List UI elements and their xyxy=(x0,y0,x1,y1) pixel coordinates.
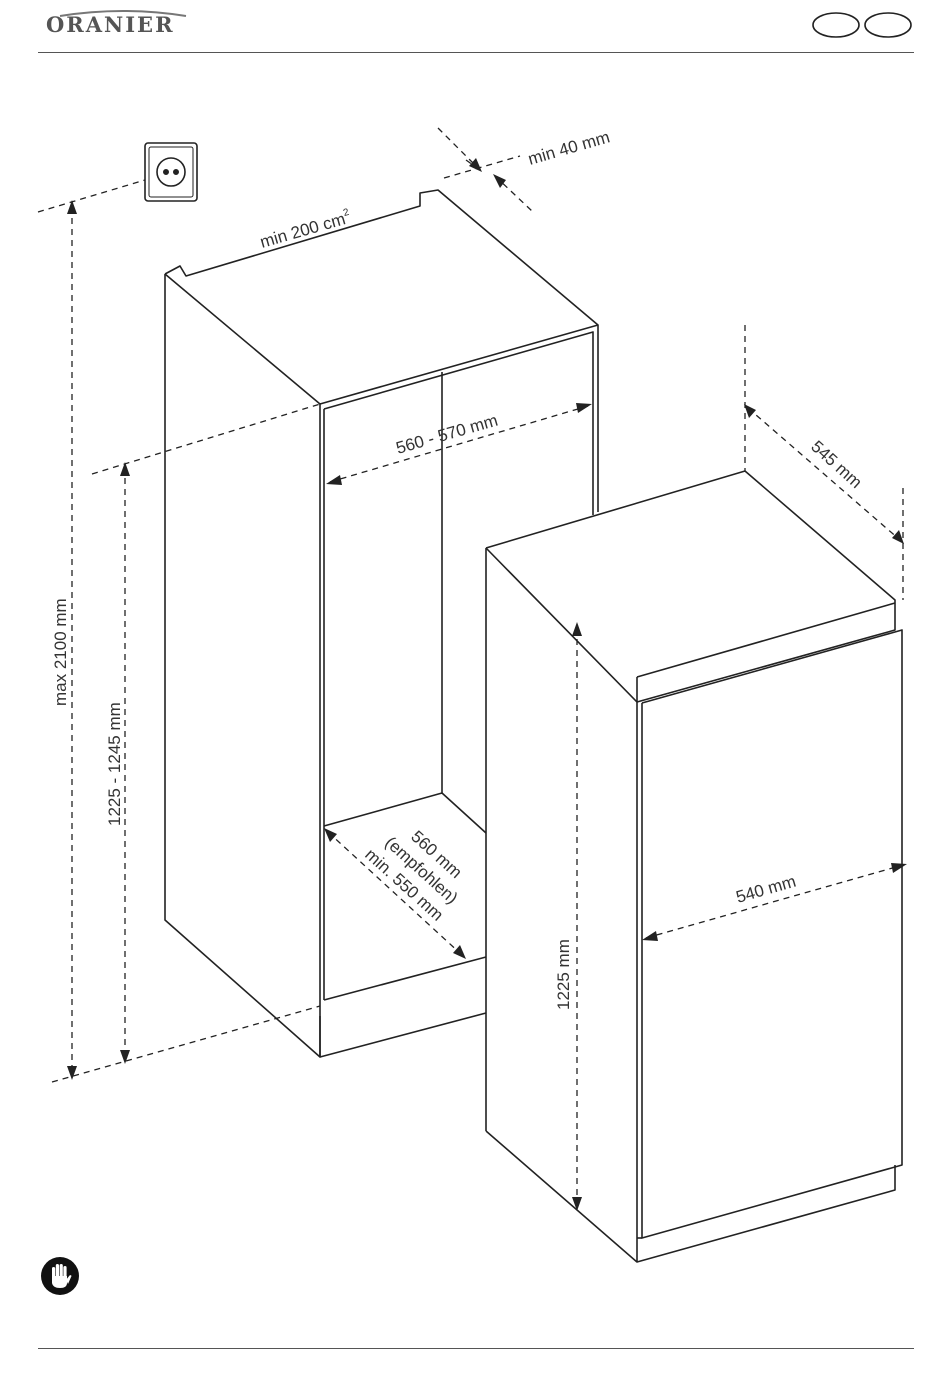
vent-area-label: min 200 cm2 xyxy=(258,207,354,252)
total-height-label: max 2100 mm xyxy=(51,598,70,706)
appliance xyxy=(486,471,902,1262)
min-gap-label: min 40 mm xyxy=(526,127,612,168)
niche-cabinet xyxy=(165,190,598,1057)
appliance-height-label: 1225 mm xyxy=(554,939,573,1010)
appliance-depth-label: 545 mm xyxy=(807,437,865,492)
wall-socket-icon xyxy=(145,143,197,201)
footer-rule xyxy=(38,1348,914,1349)
stop-hand-icon xyxy=(40,1256,80,1296)
niche-height-label: 1225 - 1245 mm xyxy=(105,702,124,826)
vent-area-value: min 200 cm xyxy=(258,209,348,251)
appliance-width-label: 540 mm xyxy=(734,872,798,907)
niche-width-label: 560 - 570 mm xyxy=(394,411,500,458)
